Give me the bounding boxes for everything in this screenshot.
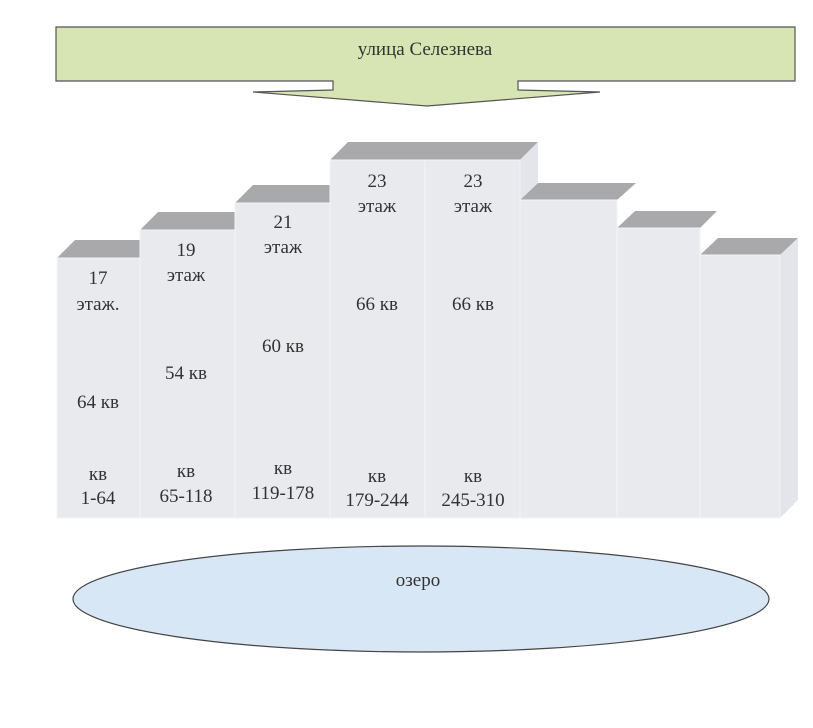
building-1-roof [57,240,140,258]
lake-label: озеро [396,570,440,591]
floors: 23 [464,171,483,192]
floors: 17 [89,268,108,289]
building-7 [616,227,701,519]
floors: 23 [368,171,387,192]
range-word: кв [368,466,386,487]
building-5-labels: 23 этаж 66 кв кв 245-310 [441,171,504,511]
building-3-roof [235,185,330,203]
street-label: улица Селезнева [358,39,493,60]
floors: 21 [274,212,293,233]
range-word: кв [89,464,107,485]
building-5 [424,159,521,519]
floors-word: этаж [167,265,206,286]
apartment-count: 66 кв [356,294,398,315]
buildings [56,142,798,519]
apartment-count: 66 кв [452,294,494,315]
floors-word: этаж [454,196,493,217]
building-8-roof [700,238,798,255]
building-1-labels: 17 этаж. 64 кв кв 1-64 [76,268,119,509]
range-word: кв [274,458,292,479]
apartment-count: 64 кв [77,392,119,413]
floors: 19 [177,240,196,261]
apartment-range: 65-118 [159,486,212,507]
building-1 [56,257,141,519]
building-6 [519,199,618,519]
building-4-labels: 23 этаж 66 кв кв 179-244 [345,171,409,511]
apartment-range: 1-64 [81,488,116,509]
building-8-side [780,238,798,518]
apartment-range: 245-310 [441,490,504,511]
street-arrow: улица Селезнева [55,26,796,107]
building-4 [329,159,426,519]
floors-word: этаж. [76,294,119,315]
apartment-range: 179-244 [345,490,409,511]
building-6-roof [520,183,636,200]
range-word: кв [464,466,482,487]
building-6-side-top [520,142,538,200]
apartment-range: 119-178 [252,483,315,504]
building-7-roof [617,211,717,228]
building-2-roof [140,212,235,230]
building-3-labels: 21 этаж 60 кв кв 119-178 [252,212,315,504]
apartment-count: 60 кв [262,336,304,357]
building-8 [699,254,781,519]
floors-word: этаж [264,237,303,258]
floors-word: этаж [358,196,397,217]
range-word: кв [177,461,195,482]
lake: озеро [72,545,770,653]
building-2-labels: 19 этаж 54 кв кв 65-118 [159,240,212,507]
apartment-count: 54 кв [165,363,207,384]
building-4-5-roof [330,142,538,160]
building-3 [234,202,331,519]
